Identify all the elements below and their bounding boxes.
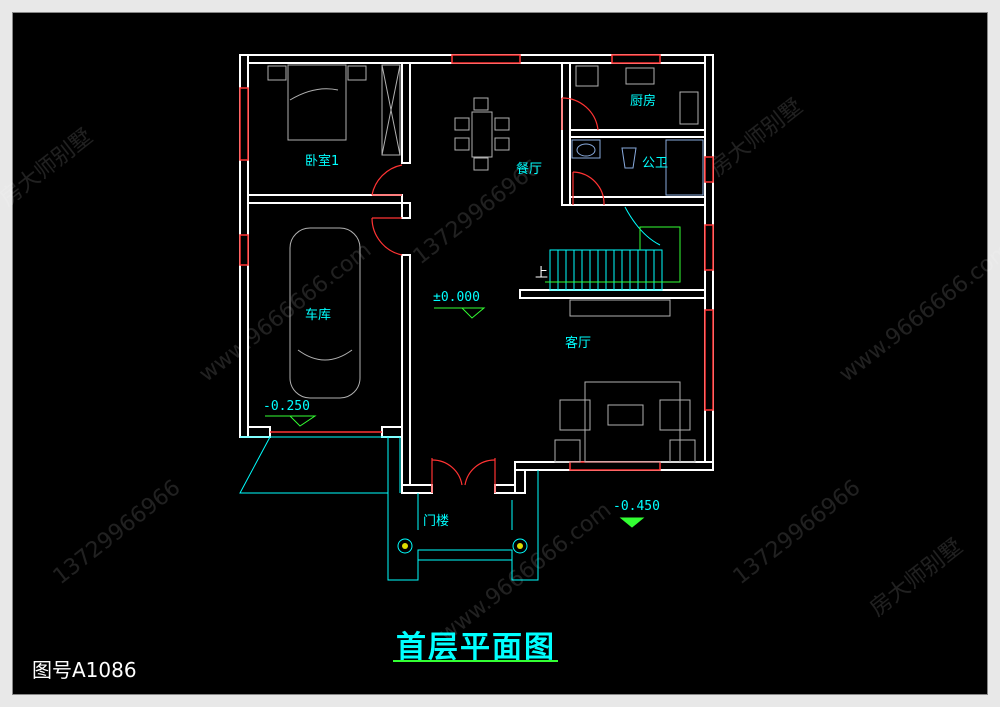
walls bbox=[239, 54, 714, 494]
column-icon bbox=[517, 543, 523, 549]
stairs bbox=[239, 206, 663, 581]
room-label-porch: 门楼 bbox=[423, 514, 450, 529]
title-underline bbox=[393, 660, 558, 662]
drawing-number: 图号A1086 bbox=[32, 658, 137, 682]
room-label-bedroom: 卧室1 bbox=[305, 154, 340, 169]
stairs-up-label: 上 bbox=[535, 266, 549, 281]
room-label-garage: 车库 bbox=[305, 308, 332, 323]
stair-arrow bbox=[545, 226, 681, 283]
drawing-canvas bbox=[12, 12, 988, 695]
room-label-dining: 餐厅 bbox=[516, 162, 543, 177]
room-label-bathroom: 公卫 bbox=[642, 156, 669, 171]
room-label-living: 客厅 bbox=[565, 336, 592, 351]
level-garage: -0.250 bbox=[263, 399, 310, 414]
column-icon bbox=[402, 543, 408, 549]
room-label-kitchen: 厨房 bbox=[630, 94, 657, 109]
windows bbox=[239, 54, 714, 471]
level-outside: -0.450 bbox=[613, 499, 660, 514]
doors bbox=[371, 97, 605, 493]
drawing-title: 首层平面图 bbox=[396, 630, 556, 665]
level-markers bbox=[265, 307, 645, 528]
level-hall: ±0.000 bbox=[433, 290, 480, 305]
bathroom-fixtures bbox=[571, 139, 704, 196]
furniture bbox=[267, 64, 699, 463]
